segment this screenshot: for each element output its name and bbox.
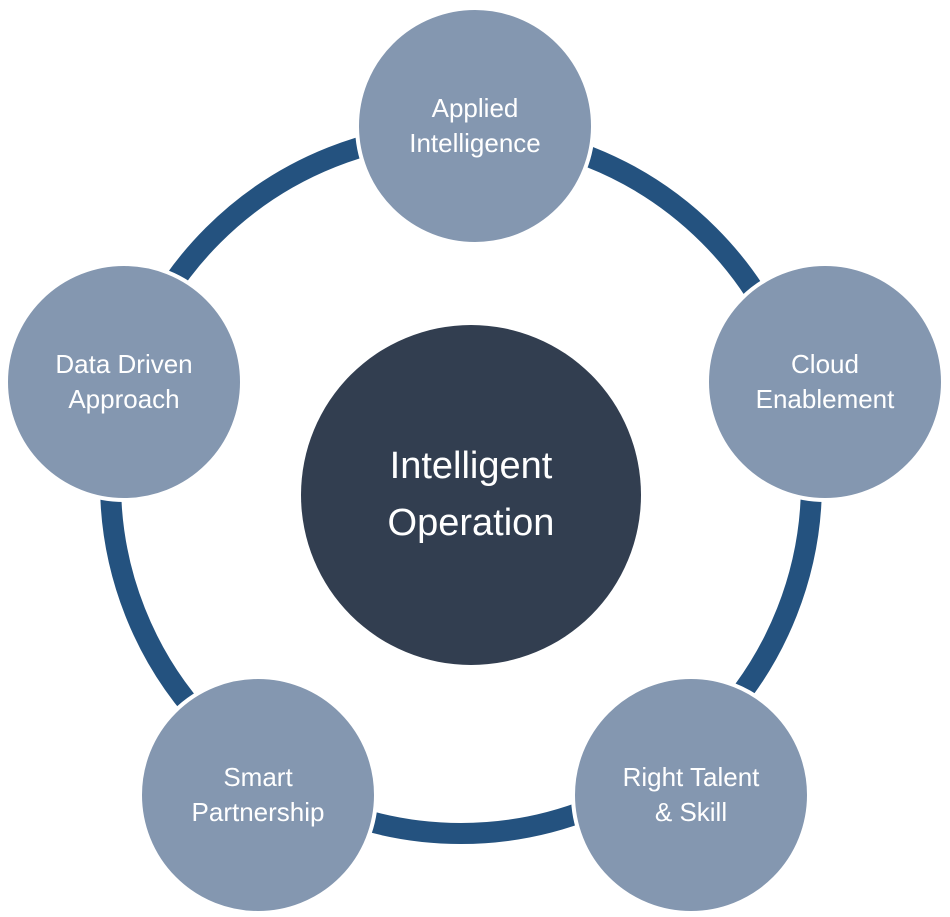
node-label-line1: Applied xyxy=(431,93,519,123)
node-cloud-enablement: Cloud Enablement xyxy=(705,262,945,502)
node-label-line2: Intelligence xyxy=(409,128,541,158)
node-label-line1: Data Driven xyxy=(55,349,193,379)
center-label-line2: Operation xyxy=(387,502,555,544)
node-data-driven-approach: Data Driven Approach xyxy=(4,262,244,502)
node-label-line1: Cloud xyxy=(791,349,859,379)
node-label-line2: & Skill xyxy=(654,797,728,827)
node-label-line2: Partnership xyxy=(191,797,325,827)
node-applied-intelligence: Applied Intelligence xyxy=(355,6,595,246)
node-label-line2: Approach xyxy=(68,384,180,414)
node-label-line1: Right Talent xyxy=(622,762,760,792)
node-label-line2: Enablement xyxy=(755,384,895,414)
node-label-line1: Smart xyxy=(223,762,293,792)
center-label-line1: Intelligent xyxy=(389,445,553,487)
center-circle-intelligent-operation: Intelligent Operation xyxy=(301,325,641,665)
node-right-talent-skill: Right Talent & Skill xyxy=(571,675,811,915)
node-smart-partnership: Smart Partnership xyxy=(138,675,378,915)
